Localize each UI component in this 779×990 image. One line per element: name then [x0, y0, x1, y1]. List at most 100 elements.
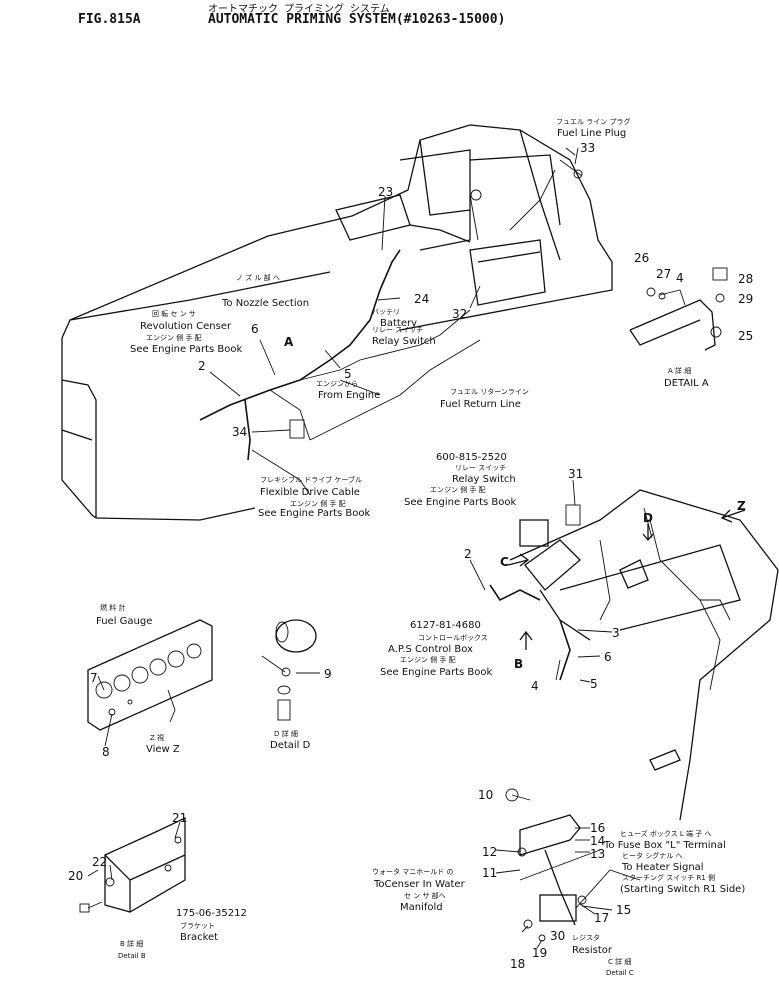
- callout-32: 32: [452, 307, 467, 321]
- callout-5-control: 5: [590, 677, 598, 691]
- aps-jp: コントロールボックス: [418, 634, 488, 642]
- callout-6: 6: [251, 322, 259, 336]
- callout-34: 34: [232, 425, 247, 439]
- callout-19: 19: [532, 946, 547, 960]
- relay-parts-jp: エンジン 側 手 配: [430, 485, 486, 494]
- fuel-gauge-jp: 燃 料 計: [100, 603, 125, 612]
- aps-parts-label: See Engine Parts Book: [380, 667, 493, 678]
- relay-part-number: 600-815-2520: [436, 452, 507, 463]
- detail-d-gauge: [261, 619, 317, 721]
- relay-jp-2: リレー スイッチ: [455, 464, 506, 472]
- callout-28: 28: [738, 272, 753, 286]
- from-engine-label: From Engine: [318, 390, 380, 401]
- callout-16: 16: [590, 821, 605, 835]
- arrow-letter-d: D: [643, 511, 653, 525]
- detail-c-label: Detail C: [606, 969, 634, 977]
- arrow-letter-c: C: [500, 555, 509, 569]
- callout-3: 3: [612, 626, 620, 640]
- annotation-labels: フュエル ライン プラグ Fuel Line Plug ノ ズ ル 部 へ To…: [96, 117, 746, 977]
- wiring-harness-main: [199, 189, 541, 461]
- callout-4-control: 4: [531, 679, 539, 693]
- callout-15: 15: [616, 903, 631, 917]
- callout-4-detail-a: 4: [676, 271, 684, 285]
- figure-number: FIG.815A: [78, 12, 141, 27]
- sensor-jp: セ ン サ 部へ: [404, 891, 446, 900]
- detail-c-resistor: [505, 788, 641, 942]
- callout-12: 12: [482, 845, 497, 859]
- view-z-panel: [87, 619, 213, 731]
- water-jp: ウォータ マニホールド の: [372, 867, 453, 876]
- fuel-line-plug-jp: フュエル ライン プラグ: [556, 117, 630, 126]
- revolution-parts-jp: エンジン 側 手 配: [146, 333, 202, 342]
- callout-17: 17: [594, 911, 609, 925]
- leader-lines: [87, 147, 613, 949]
- callout-31: 31: [568, 467, 583, 481]
- control-box-assembly: [489, 489, 779, 821]
- callout-20: 20: [68, 869, 83, 883]
- censer-water-label: ToCenser In Water: [373, 879, 466, 890]
- from-engine-jp: エンジンから: [316, 380, 358, 388]
- relay-parts-label: See Engine Parts Book: [404, 497, 517, 508]
- battery-jp: バッテリ: [372, 308, 400, 316]
- relay-switch-label: Relay Switch: [372, 336, 436, 347]
- revolution-jp: 回 転 セ ン サ: [152, 310, 196, 318]
- to-nozzle-jp: ノ ズ ル 部 へ: [236, 273, 280, 282]
- detail-c-jp: C 詳 細: [608, 957, 631, 966]
- detail-d-jp: D 詳 細: [274, 729, 298, 738]
- bracket-part-number: 175-06-35212: [176, 908, 247, 919]
- callout-22: 22: [92, 855, 107, 869]
- flex-drive-label: Flexible Drive Cable: [260, 487, 360, 498]
- fuel-return-label: Fuel Return Line: [440, 399, 521, 410]
- detail-b-bracket: [79, 816, 186, 913]
- callout-10: 10: [478, 788, 493, 802]
- callout-21: 21: [172, 811, 187, 825]
- callout-8: 8: [102, 745, 110, 759]
- callout-2: 2: [198, 359, 206, 373]
- callout-7: 7: [90, 671, 98, 685]
- view-z-jp: Z 視: [150, 733, 164, 742]
- detail-d-label: Detail D: [270, 740, 311, 751]
- flex-drive-jp: フレキシブル ドライブ ケーブル: [260, 475, 362, 484]
- resistor-label: Resistor: [572, 945, 613, 956]
- manifold-label: Manifold: [400, 902, 443, 913]
- fuel-line-plug: [539, 147, 583, 201]
- flex-parts-jp: エンジン 側 手 配: [290, 499, 346, 508]
- callout-25: 25: [738, 329, 753, 343]
- callout-30: 30: [550, 929, 565, 943]
- arrow-letter-a: A: [284, 335, 294, 349]
- arrow-letter-b: B: [514, 657, 523, 671]
- detail-a-bracket: [629, 267, 728, 351]
- callout-23: 23: [378, 185, 393, 199]
- relay-switch-label-2: Relay Switch: [452, 474, 516, 485]
- detail-a-label: DETAIL A: [664, 378, 709, 389]
- fuel-gauge-label: Fuel Gauge: [96, 616, 152, 627]
- revolution-parts-label: See Engine Parts Book: [130, 344, 243, 355]
- heater-label: To Heater Signal: [621, 862, 704, 873]
- bracket-label: Bracket: [180, 932, 218, 943]
- callout-numbers: 33 23 24 32 6 2 5 34 26 27 4 28 29 25 31…: [68, 141, 753, 971]
- to-nozzle-label: To Nozzle Section: [221, 298, 309, 309]
- callout-18: 18: [510, 957, 525, 971]
- heater-jp: ヒータ シグナル へ: [622, 851, 682, 860]
- aps-parts-jp: エンジン 側 手 配: [400, 655, 456, 664]
- aps-box-label: A.P.S Control Box: [388, 644, 473, 655]
- callout-9: 9: [324, 667, 332, 681]
- callout-26: 26: [634, 251, 649, 265]
- callout-5: 5: [344, 367, 352, 381]
- detail-a-jp: A 詳 細: [668, 366, 691, 375]
- arrow-letter-z: Z: [737, 499, 746, 513]
- fuse-box-label: To Fuse Box "L" Terminal: [603, 840, 726, 851]
- callout-33: 33: [580, 141, 595, 155]
- title-japanese: オートマチック プライミング システム: [208, 4, 390, 15]
- detail-b-jp: B 詳 細: [120, 939, 143, 948]
- fuse-box-jp: ヒューズ ボックス L 端 子 へ: [620, 829, 711, 838]
- resistor-jp: レジスタ: [572, 933, 600, 942]
- starting-jp: スターチング スイッチ R1 側: [622, 873, 715, 882]
- detail-b-label: Detail B: [118, 952, 146, 960]
- callout-13: 13: [590, 847, 605, 861]
- callout-6-control: 6: [604, 650, 612, 664]
- fuel-return-jp: フュエル リターンライン: [450, 387, 529, 396]
- callout-11: 11: [482, 866, 497, 880]
- aps-part-number: 6127-81-4680: [410, 620, 481, 631]
